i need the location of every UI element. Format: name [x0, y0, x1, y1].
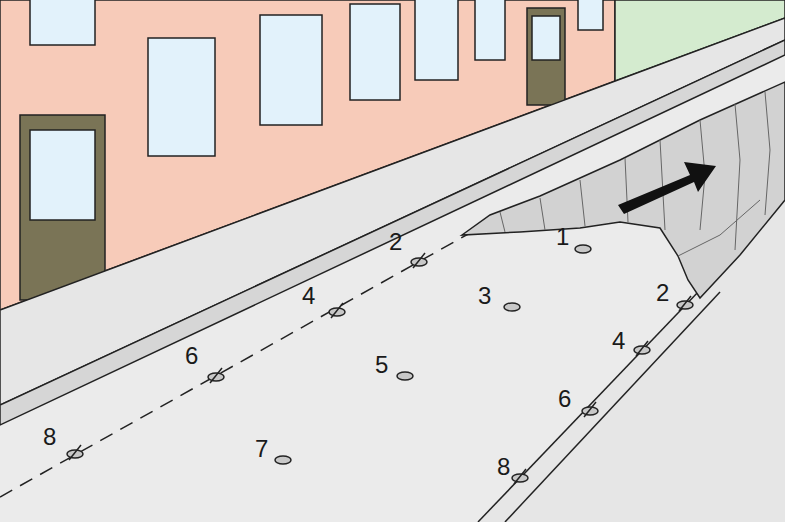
window: [578, 0, 603, 30]
marker-disc: [275, 456, 291, 464]
direction-arrow: [618, 162, 716, 214]
marker-disc: [208, 373, 224, 381]
dashed-line: [0, 233, 470, 497]
marker-disc: [677, 301, 693, 309]
window: [350, 4, 400, 100]
survey-marker: [208, 368, 224, 383]
callout-number: 5: [375, 352, 388, 378]
marker-disc: [397, 372, 413, 380]
marker-tick: [636, 341, 648, 356]
crack: [678, 200, 760, 256]
survey-markers: [67, 245, 693, 484]
window: [260, 15, 322, 125]
survey-marker: [67, 445, 83, 460]
callout-number: 8: [43, 424, 56, 450]
survey-marker: [397, 372, 413, 380]
marker-tick: [679, 296, 691, 311]
door: [527, 8, 565, 105]
callout-number: 2: [389, 229, 402, 255]
callout-number: 2: [656, 280, 669, 306]
marker-disc: [634, 346, 650, 354]
survey-marker: [411, 253, 427, 268]
survey-marker: [329, 303, 345, 318]
callout-number: 1: [556, 224, 569, 250]
door-window: [30, 130, 95, 220]
survey-marker: [575, 245, 591, 253]
callout-number: 3: [478, 283, 491, 309]
crack: [580, 180, 585, 226]
marker-disc: [512, 474, 528, 482]
crack: [660, 140, 665, 230]
marker-tick: [514, 469, 526, 484]
marker-tick: [331, 303, 343, 318]
window: [475, 0, 505, 60]
crack: [500, 212, 505, 232]
sinkhole: [462, 82, 785, 298]
crack: [540, 198, 545, 230]
marker-disc: [329, 308, 345, 316]
marker-disc: [411, 258, 427, 266]
crack: [765, 92, 770, 215]
marker-disc: [575, 245, 591, 253]
road-edge: [505, 292, 720, 522]
survey-marker: [677, 296, 693, 311]
door-window: [532, 16, 560, 60]
marker-disc: [504, 303, 520, 311]
window: [415, 0, 458, 80]
marker-tick: [210, 368, 222, 383]
marker-disc: [582, 407, 598, 415]
marker-tick: [69, 445, 81, 460]
marker-tick: [413, 253, 425, 268]
callout-number: 4: [612, 328, 625, 354]
survey-marker: [275, 456, 291, 464]
marker-disc: [67, 450, 83, 458]
door: [20, 115, 105, 300]
marker-tick: [584, 402, 596, 417]
survey-marker: [512, 469, 528, 484]
callout-number: 6: [185, 343, 198, 369]
callout-number: 8: [497, 454, 510, 480]
sinkhole-cracks: [500, 92, 770, 256]
window: [148, 38, 215, 156]
survey-marker: [634, 341, 650, 356]
road-edge: [478, 290, 700, 522]
survey-marker: [504, 303, 520, 311]
crack: [735, 104, 740, 250]
window: [30, 0, 95, 45]
callout-number: 7: [255, 436, 268, 462]
survey-marker: [582, 402, 598, 417]
callout-number: 4: [302, 283, 315, 309]
callout-number: 6: [558, 386, 571, 412]
